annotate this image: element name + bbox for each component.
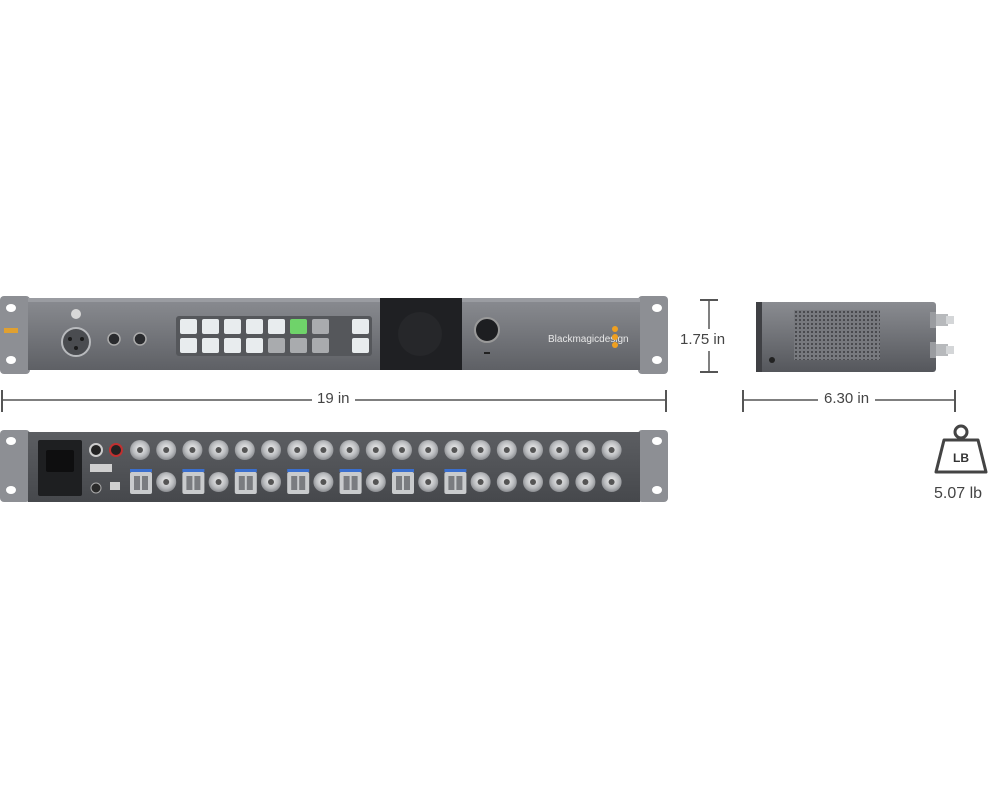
- rack-hole-icon: [652, 356, 662, 364]
- control-button: [268, 338, 285, 353]
- control-button: [352, 338, 369, 353]
- brand-logo-text: Blackmagicdesign: [548, 334, 629, 345]
- weight-icon: LB: [934, 424, 988, 474]
- rack-hole-icon: [6, 356, 16, 364]
- xlr-connector-icon: [61, 327, 91, 357]
- ventilation-grille: [794, 310, 880, 360]
- control-button: [246, 338, 263, 353]
- sfp-fiber-port-icon: [130, 472, 152, 494]
- control-button: [312, 319, 329, 334]
- control-button: [268, 319, 285, 334]
- rear-rack-ear-right: [638, 430, 668, 502]
- rack-hole-icon: [652, 437, 662, 445]
- audio-jack-icon: [109, 443, 123, 457]
- sfp-fiber-port-icon: [182, 472, 205, 494]
- rack-hole-icon: [6, 304, 16, 312]
- height-label: 1.75 in: [680, 329, 726, 351]
- depth-label: 6.30 in: [818, 390, 876, 408]
- bnc-connector-array: [130, 440, 622, 494]
- sfp-fiber-port-icon: [392, 472, 414, 494]
- sfp-fiber-port-icon: [339, 472, 362, 494]
- front-panel-view: Blackmagicdesign: [0, 296, 668, 374]
- rack-hole-icon: [6, 486, 16, 494]
- model-badge: [4, 328, 18, 333]
- control-button-grid: [176, 316, 372, 356]
- bnc-connector-icon: [930, 342, 954, 358]
- rack-hole-icon: [6, 437, 16, 445]
- control-button: [312, 338, 329, 353]
- headphone-jack-icon: [133, 332, 147, 346]
- weight-label: 5.07 lb: [934, 485, 983, 503]
- rack-hole-icon: [652, 304, 662, 312]
- side-view: [756, 302, 954, 372]
- headphone-jack-icon: [107, 332, 121, 346]
- front-rack-ear-left: [0, 296, 30, 374]
- control-button: [290, 319, 307, 334]
- front-rack-ear-right: [638, 296, 668, 374]
- bnc-connector-icon: [930, 312, 954, 328]
- sfp-fiber-port-icon: [444, 472, 467, 494]
- control-button: [202, 338, 219, 353]
- control-button: [224, 338, 241, 353]
- rear-rack-ear-left: [0, 430, 30, 502]
- sfp-fiber-port-icon: [234, 472, 257, 494]
- control-button: [246, 319, 263, 334]
- control-button: [202, 319, 219, 334]
- audio-jack-icon: [89, 443, 103, 457]
- rear-panel-view: [0, 430, 668, 502]
- width-label: 19 in: [312, 390, 355, 408]
- brand-logo-icon: [612, 326, 618, 348]
- control-button: [290, 338, 307, 353]
- control-button: [180, 338, 197, 353]
- control-button: [224, 319, 241, 334]
- rear-chassis: [28, 432, 640, 502]
- weight-icon-text: LB: [953, 451, 969, 465]
- rack-hole-icon: [652, 486, 662, 494]
- jog-knob-icon: [474, 317, 500, 343]
- control-button: [352, 319, 369, 334]
- control-button: [180, 319, 197, 334]
- sfp-fiber-port-icon: [287, 472, 310, 494]
